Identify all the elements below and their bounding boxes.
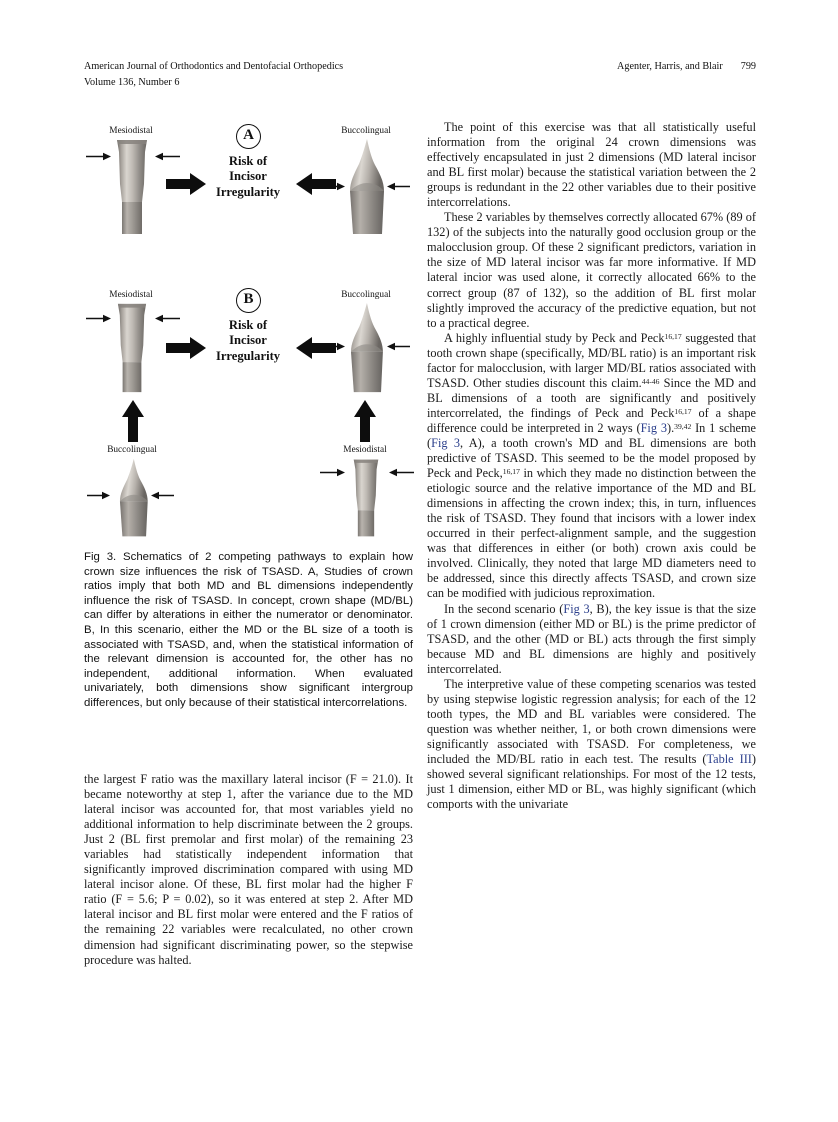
right-paragraph-1: The point of this exercise was that all … — [427, 120, 756, 210]
measure-arrow-left-icon — [151, 491, 174, 500]
measure-arrow-left-icon — [155, 314, 180, 323]
panel-b-bottom-right-tooth-label: Mesiodistal — [343, 445, 387, 455]
measure-arrow-left-icon — [387, 182, 410, 191]
block-arrow-up-icon — [122, 400, 144, 442]
p3-seg-g: , A), a tooth crown's MD and BL dimensio… — [427, 435, 756, 481]
panel-b-top-left-tooth-label: Mesiodistal — [109, 290, 153, 300]
figure-3: A Risk of Incisor Irregularity Mesiodist… — [84, 120, 414, 709]
block-arrow-right-icon — [166, 173, 206, 195]
tooth-mesiodistal-icon — [111, 138, 153, 236]
panel-b-center-line2: Incisor — [229, 333, 267, 348]
figure-crossref-link[interactable]: Fig 3 — [431, 435, 460, 450]
panel-b-top-right-tooth-label: Buccolingual — [341, 290, 391, 300]
measure-arrow-left-icon — [387, 342, 410, 351]
panel-a-center-line3: Irregularity — [215, 184, 281, 199]
measure-arrow-right-icon — [320, 468, 345, 477]
p3-seg-c: Since the MD and BL dimensions of a toot… — [427, 375, 756, 420]
measure-arrow-right-icon — [87, 491, 110, 500]
right-paragraph-4: In the second scenario (Fig 3, B), the k… — [427, 602, 756, 677]
right-paragraph-5: The interpretive value of these competin… — [427, 677, 756, 812]
block-arrow-right-icon — [166, 337, 206, 359]
panel-a-center-line2: Incisor — [229, 169, 267, 184]
p3-seg-e: ). — [666, 420, 675, 435]
block-arrow-left-icon — [296, 173, 336, 195]
figure-caption: Fig 3. Schematics of 2 competing pathway… — [84, 550, 413, 711]
citation-ref: 16,17 — [674, 406, 692, 416]
table-crossref-link[interactable]: Table III — [706, 751, 752, 766]
p5-seg-b: ) showed several significant relationshi… — [427, 751, 757, 812]
citation-ref: 16,17 — [502, 466, 520, 476]
figure-crossref-link[interactable]: Fig 3 — [640, 420, 667, 435]
block-arrow-left-icon — [296, 337, 336, 359]
figure-panel-a: A Risk of Incisor Irregularity Mesiodist… — [84, 124, 413, 254]
citation-ref: 16,17 — [664, 331, 682, 341]
tooth-mesiodistal-icon — [345, 458, 387, 538]
citation-ref: 39,42 — [674, 421, 692, 431]
panel-a-center-line1: Risk of — [228, 154, 268, 168]
citation-ref: 44-46 — [641, 376, 660, 386]
journal-title: American Journal of Orthodontics and Den… — [84, 61, 344, 72]
right-column: The point of this exercise was that all … — [427, 120, 756, 812]
left-column-body: the largest F ratio was the maxillary la… — [84, 772, 413, 968]
p5-seg-a: The interpretive value of these competin… — [427, 676, 756, 766]
p4-seg-a: In the second scenario ( — [444, 601, 564, 616]
panel-b-bottom-left-tooth-label: Buccolingual — [107, 445, 157, 455]
p3-seg-f: In 1 scheme ( — [427, 420, 756, 450]
tooth-buccolingual-icon — [109, 458, 157, 538]
right-paragraph-3: A highly influential study by Peck and P… — [427, 331, 756, 602]
panel-b-center-line3: Irregularity — [215, 348, 281, 363]
p4-seg-b: , B), the key issue is that the size of … — [427, 601, 756, 676]
measure-arrow-left-icon — [389, 468, 414, 477]
measure-arrow-right-icon — [86, 314, 111, 323]
right-paragraph-2: These 2 variables by themselves correctl… — [427, 210, 756, 330]
left-paragraph-1: the largest F ratio was the maxillary la… — [84, 772, 413, 967]
p3-seg-d: of a shape difference could be interpret… — [427, 405, 756, 435]
running-head: American Journal of Orthodontics and Den… — [84, 60, 756, 90]
panel-b-center-line1: Risk of — [228, 318, 268, 332]
measure-arrow-left-icon — [155, 152, 180, 161]
figure-caption-text: Schematics of 2 competing pathways to ex… — [84, 551, 413, 709]
tooth-buccolingual-icon — [342, 138, 390, 236]
measure-arrow-right-icon — [86, 152, 111, 161]
figure-panel-b: B Risk of Incisor Irregularity Mesiodist… — [84, 288, 414, 538]
panel-a-right-tooth-label: Buccolingual — [341, 126, 391, 136]
panel-a-left-tooth-label: Mesiodistal — [109, 126, 153, 136]
figure-crossref-link[interactable]: Fig 3 — [563, 601, 590, 616]
p3-seg-b: suggested that tooth crown shape (specif… — [427, 330, 756, 390]
panel-b-center-text: Risk of Incisor Irregularity — [194, 318, 302, 364]
running-head-authors: Agenter, Harris, and Blair — [617, 61, 723, 72]
tooth-buccolingual-icon — [342, 302, 390, 394]
page-number: 799 — [740, 61, 756, 72]
volume-issue: Volume 136, Number 6 — [84, 76, 180, 88]
left-column: A Risk of Incisor Irregularity Mesiodist… — [84, 120, 414, 709]
p3-seg-a: A highly influential study by Peck and P… — [444, 330, 665, 345]
tooth-mesiodistal-icon — [111, 302, 153, 394]
figure-caption-number: Fig 3. — [84, 551, 117, 563]
panel-a-center-text: Risk of Incisor Irregularity — [194, 154, 302, 200]
block-arrow-up-icon — [354, 400, 376, 442]
panel-a-label: A — [236, 124, 261, 149]
p3-seg-h: in which they made no distinction betwee… — [427, 466, 756, 601]
panel-b-label: B — [236, 288, 261, 313]
